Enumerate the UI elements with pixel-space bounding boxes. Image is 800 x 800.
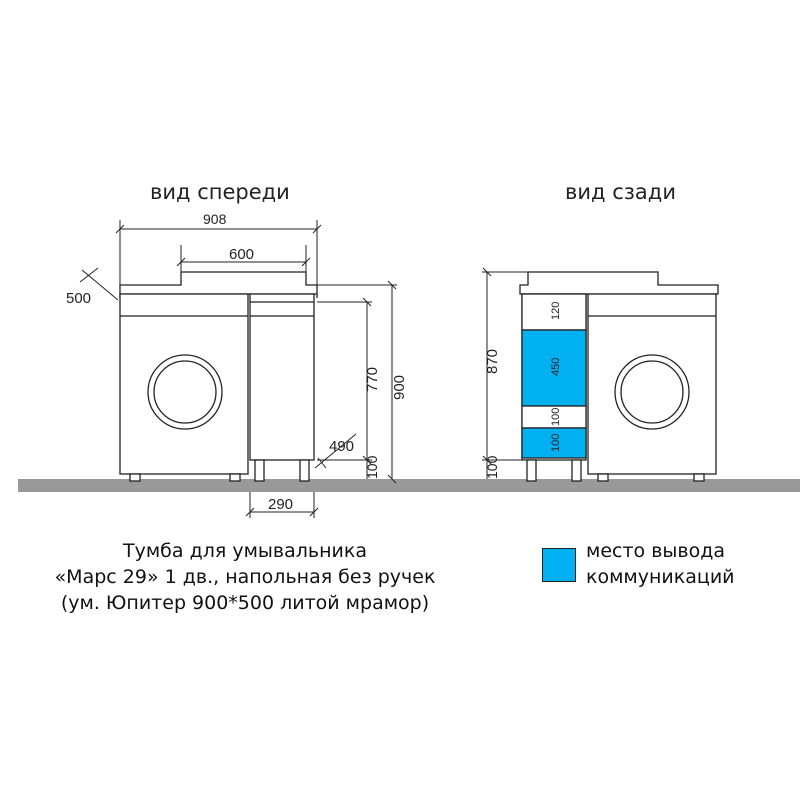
back-washing-machine bbox=[587, 293, 717, 475]
legend-line-1: место вывода bbox=[586, 540, 726, 562]
back-zone-120 bbox=[521, 293, 587, 331]
front-countertop bbox=[119, 271, 318, 295]
caption-line-2: «Марс 29» 1 дв., напольная без ручек bbox=[54, 566, 436, 588]
product-caption: Тумба для умывальника «Марс 29» 1 дв., н… bbox=[0, 538, 490, 616]
legend-swatch bbox=[542, 548, 576, 582]
dim-770: 770 bbox=[364, 367, 381, 392]
dim-zone-120: 120 bbox=[550, 302, 562, 320]
dim-zone-100b: 100 bbox=[550, 434, 562, 452]
dim-zone-450: 450 bbox=[550, 358, 562, 376]
floor-line bbox=[18, 479, 800, 492]
front-view bbox=[119, 271, 318, 482]
legend-text: место вывода коммуникаций bbox=[586, 538, 800, 590]
front-washer-door-outer bbox=[147, 354, 223, 430]
dim-900: 900 bbox=[391, 375, 408, 400]
back-view bbox=[519, 271, 719, 482]
dim-500: 500 bbox=[66, 290, 91, 307]
dim-870: 870 bbox=[484, 349, 501, 374]
back-countertop bbox=[519, 271, 719, 295]
front-washer-door-inner bbox=[153, 360, 217, 424]
back-view-title: вид сзади bbox=[565, 180, 676, 204]
back-zone-450 bbox=[521, 329, 587, 407]
front-washing-machine bbox=[119, 293, 249, 475]
dim-600: 600 bbox=[229, 246, 254, 263]
dim-100-back: 100 bbox=[484, 455, 500, 479]
caption-line-1: Тумба для умывальника bbox=[123, 540, 367, 562]
front-cabinet-leg-right bbox=[299, 459, 310, 482]
dim-zone-100a: 100 bbox=[550, 408, 562, 426]
dim-100-front: 100 bbox=[364, 455, 380, 479]
dim-290: 290 bbox=[268, 496, 293, 513]
back-washer-door-outer bbox=[614, 354, 690, 430]
front-cabinet-leg-left bbox=[254, 459, 265, 482]
caption-line-3: (ум. Юпитер 900*500 литой мрамор) bbox=[60, 592, 430, 614]
front-cabinet bbox=[249, 293, 315, 461]
legend-line-2: коммуникаций bbox=[586, 566, 735, 588]
front-view-title: вид спереди bbox=[150, 180, 290, 204]
back-zone-100b bbox=[521, 427, 587, 459]
dim-490: 490 bbox=[329, 438, 354, 455]
back-washer-door-inner bbox=[620, 360, 684, 424]
dim-908: 908 bbox=[203, 211, 227, 227]
